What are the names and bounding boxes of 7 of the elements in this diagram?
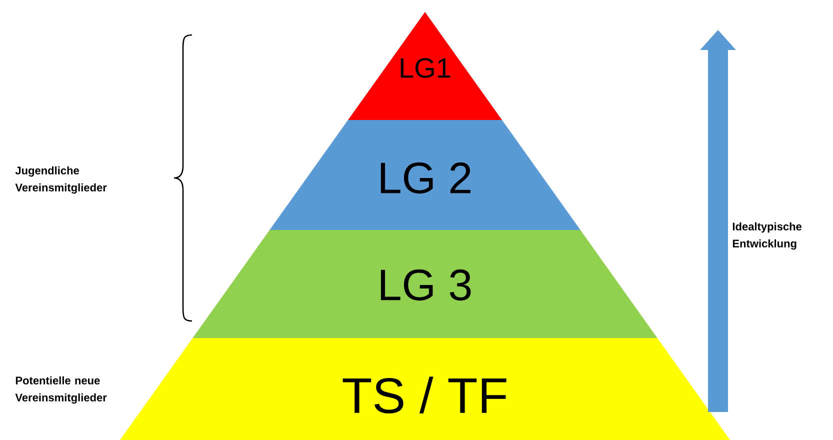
side-label: Idealtypische Entwicklung bbox=[732, 222, 802, 250]
pyramid-level: LG 3 bbox=[192, 230, 658, 338]
side-label: Jugendliche Vereinsmitglieder bbox=[15, 166, 107, 194]
pyramid-level: LG1 bbox=[348, 12, 502, 120]
side-label: Potentielle neue Vereinsmitglieder bbox=[15, 376, 107, 404]
pyramid-level: LG 2 bbox=[270, 120, 580, 230]
pyramid-level: TS / TF bbox=[120, 338, 730, 440]
